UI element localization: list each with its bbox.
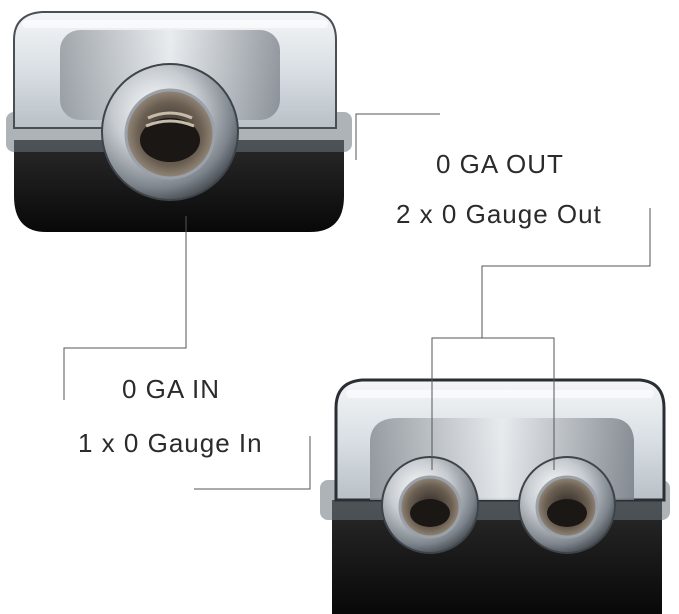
in-subtitle: 1 x 0 Gauge In xyxy=(78,428,263,458)
leader-lines xyxy=(63,113,651,490)
out-title: 0 GA OUT xyxy=(436,149,564,179)
out-subtitle: 2 x 0 Gauge Out xyxy=(396,199,602,229)
in-title: 0 GA IN xyxy=(122,374,221,404)
output-block xyxy=(320,378,670,614)
input-block xyxy=(6,11,352,232)
